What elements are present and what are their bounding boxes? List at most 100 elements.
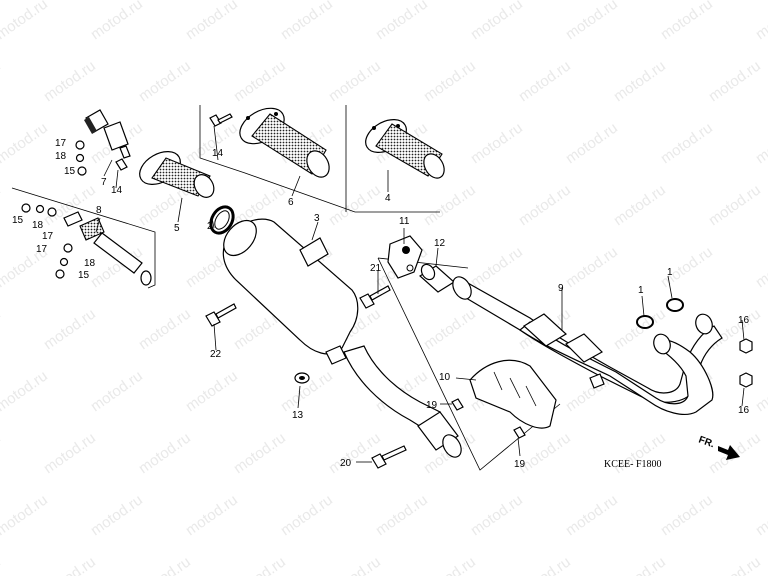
watermark-text: motod.ru (468, 243, 526, 291)
watermark-text: motod.ru (468, 491, 526, 539)
watermark-text: motod.ru (0, 119, 51, 167)
watermark-text: motod.ru (611, 57, 669, 105)
front-label: FR. (697, 434, 716, 450)
watermark-text: motod.ru (468, 0, 526, 43)
part-bolt-20 (371, 445, 407, 469)
watermark-text: motod.ru (421, 57, 479, 105)
callout-5: 5 (174, 223, 180, 234)
callout-15-lower: 15 (78, 270, 90, 281)
part-bolt-14b (115, 158, 128, 171)
watermark-text: motod.ru (516, 181, 574, 229)
part-clamp-11 (387, 235, 423, 279)
leader-lines (95, 125, 745, 463)
callout-8: 8 (96, 205, 102, 216)
part-bolt-14a (209, 113, 233, 127)
callout-17-upper: 17 (55, 138, 67, 149)
part-nut-16a (739, 338, 753, 354)
part-exhaust-pipe-9 (452, 276, 723, 415)
watermark-text: motod.ru (0, 367, 51, 415)
watermark-text: motod.ru (0, 491, 51, 539)
callout-19-left: 19 (426, 400, 438, 411)
callout-14-left: 14 (111, 185, 123, 196)
diagram-code: KCEE- F1800 (604, 459, 662, 470)
callout-15-upper: 15 (64, 166, 76, 177)
watermark-text: motod.ru (231, 57, 289, 105)
watermark-text: motod.ru (183, 491, 241, 539)
watermark-text: motod.ru (0, 0, 51, 43)
watermark-text: motod.ru (563, 119, 621, 167)
part-baffle-tube-6 (239, 107, 330, 178)
watermark-text: motod.ru (706, 57, 764, 105)
watermark-text: motod.ru (41, 57, 99, 105)
callout-13: 13 (292, 410, 304, 421)
watermark-text: motod.ru (136, 553, 194, 576)
part-baffle-tube-5 (139, 151, 215, 198)
watermark-text: motod.ru (563, 0, 621, 43)
part-silencer-insert-small (63, 211, 152, 286)
watermark-text: motod.ru (421, 305, 479, 353)
part-gasket-2 (209, 205, 235, 235)
callout-18-upper: 18 (55, 151, 67, 162)
watermark-text: motod.ru (611, 429, 669, 477)
watermark-text: motod.ru (373, 0, 431, 43)
part-arrestor-cap (84, 109, 131, 159)
watermark-text: motod.ru (278, 491, 336, 539)
callout-22: 22 (210, 349, 222, 360)
watermark-text: motod.ru (88, 0, 146, 43)
watermark-text: motod.ru (516, 429, 574, 477)
callout-3: 3 (314, 213, 320, 224)
watermark-text: motod.ru (88, 367, 146, 415)
part-washer-13 (294, 372, 310, 384)
watermark-text: motod.ru (0, 181, 4, 229)
watermark-text: motod.ru (706, 553, 764, 576)
watermark-text: motod.ru (136, 429, 194, 477)
watermark-text: motod.ru (231, 553, 289, 576)
callout-15-mid: 15 (12, 215, 24, 226)
watermark-text: motod.ru (658, 491, 716, 539)
callout-10: 10 (439, 372, 451, 383)
callout-7: 7 (101, 177, 107, 188)
watermark-text: motod.ru (0, 57, 4, 105)
front-arrow-icon (718, 445, 740, 460)
part-muffler-3 (222, 218, 462, 458)
watermark-text: motod.ru (183, 0, 241, 43)
front-direction-indicator: FR. (697, 434, 740, 460)
watermark-text: motod.ru (611, 553, 669, 576)
group-box-top (199, 105, 440, 213)
watermark-text: motod.ru (753, 491, 768, 539)
watermark-text: motod.ru (753, 0, 768, 43)
group-box-left (11, 187, 156, 289)
callout-labels: 1 1 2 3 4 5 6 7 8 9 10 11 12 13 14 14 15… (12, 138, 750, 470)
watermark-text: motod.ru (753, 119, 768, 167)
callout-2: 2 (207, 221, 213, 232)
watermark-text: motod.ru (278, 0, 336, 43)
callout-9: 9 (558, 283, 564, 294)
watermark-text: motod.ru (183, 119, 241, 167)
callout-12: 12 (434, 238, 446, 249)
watermark-text: motod.ru (0, 553, 4, 576)
callout-18-lower: 18 (84, 258, 96, 269)
callout-19-right: 19 (514, 459, 526, 470)
part-baffle-tube-4 (365, 119, 445, 179)
callout-14-top: 14 (212, 148, 224, 159)
watermark-text: motod.ru (658, 119, 716, 167)
watermark-text: motod.ru (516, 553, 574, 576)
callout-6: 6 (288, 197, 294, 208)
callout-17-mid: 17 (42, 231, 54, 242)
part-gasket-1b (666, 298, 684, 312)
part-collar-12 (419, 263, 455, 293)
watermark-text: motod.ru (183, 367, 241, 415)
callout-11: 11 (399, 216, 410, 227)
part-bolt-19b (513, 426, 526, 439)
watermark-text: motod.ru (563, 491, 621, 539)
part-heat-shield-10 (469, 359, 557, 429)
watermark-text: motod.ru (611, 181, 669, 229)
watermark-text: motod.ru (326, 57, 384, 105)
watermark-text: motod.ru (468, 119, 526, 167)
watermark-text: motod.ru (706, 181, 764, 229)
watermark-text: motod.ru (41, 553, 99, 576)
callout-1-lower: 1 (638, 285, 644, 296)
watermark-text: motod.ru (753, 243, 768, 291)
watermark-text: motod.ru (516, 57, 574, 105)
